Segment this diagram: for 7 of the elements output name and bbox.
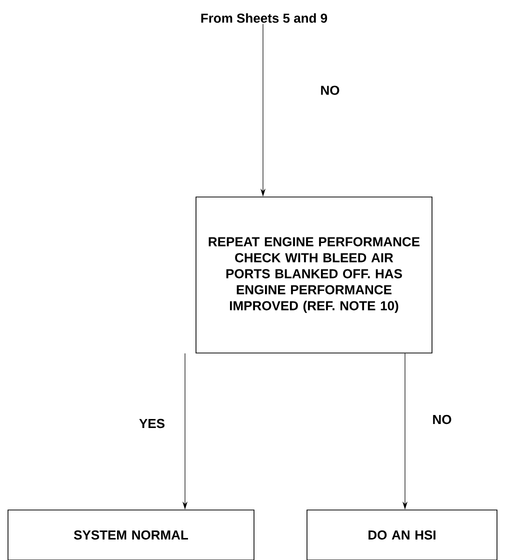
process-box: REPEAT ENGINE PERFORMANCE CHECK WITH BLEED AIR PORTS BLANKED OFF. HAS ENGINE PERFORMANCE IMPROVED (REF. NOTE 10) <box>196 196 432 354</box>
edge-label: NO <box>319 84 341 96</box>
edge-label: YES <box>138 418 166 430</box>
process-box: SYSTEM NORMAL <box>8 510 254 560</box>
edge-label: NO <box>431 414 453 426</box>
process-box: DO AN HSI <box>306 510 498 560</box>
source-label: From Sheets 5 and 9 <box>201 13 328 23</box>
